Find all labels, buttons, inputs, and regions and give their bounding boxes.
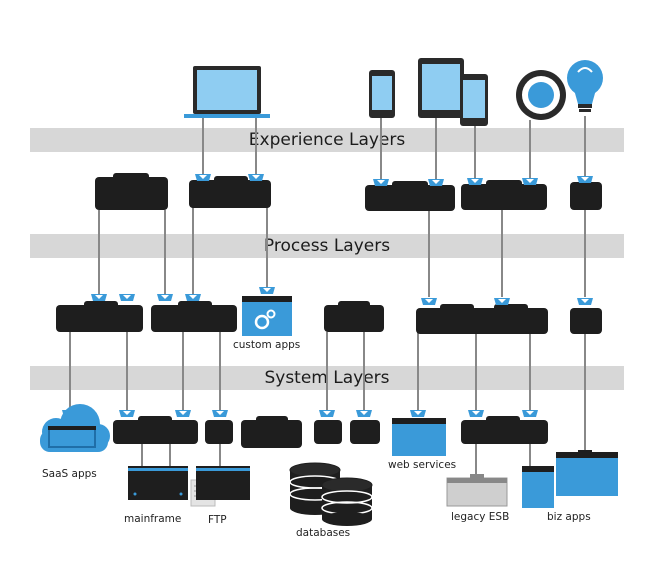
experience-layer-label: Experience Layers xyxy=(248,130,406,150)
legacy-esb-icon xyxy=(446,474,508,507)
lightbulb-icon xyxy=(567,60,603,112)
experience-nodes xyxy=(95,173,602,211)
ftp-icon xyxy=(190,466,250,507)
legacy-esb-caption: legacy ESB xyxy=(451,511,510,523)
web-services-caption: web services xyxy=(388,459,457,471)
mainframe-icon xyxy=(128,466,188,500)
database-icon xyxy=(289,462,373,526)
experience-layer-band: Experience Layers xyxy=(30,128,624,152)
thermostat-icon xyxy=(516,70,566,120)
biz-apps-caption: biz apps xyxy=(547,511,591,523)
databases-caption: databases xyxy=(296,527,351,539)
custom-apps-icon xyxy=(242,287,292,336)
tablet-small-icon xyxy=(460,74,488,126)
biz-apps-icon xyxy=(522,450,618,508)
mainframe-caption: mainframe xyxy=(124,513,182,525)
process-nodes xyxy=(56,301,602,334)
saas-apps-caption: SaaS apps xyxy=(42,468,97,480)
cloud-icon xyxy=(40,404,110,452)
connection-lines xyxy=(69,114,586,478)
custom-apps-caption: custom apps xyxy=(233,339,301,351)
ftp-caption: FTP xyxy=(208,514,227,526)
web-services-icon xyxy=(392,418,446,456)
tablet-icon xyxy=(418,58,464,118)
laptop-icon xyxy=(184,66,270,118)
process-layer-label: Process Layers xyxy=(263,236,391,256)
process-layer-band: Process Layers xyxy=(30,234,624,258)
phone-icon xyxy=(369,70,395,118)
system-nodes xyxy=(113,416,548,448)
